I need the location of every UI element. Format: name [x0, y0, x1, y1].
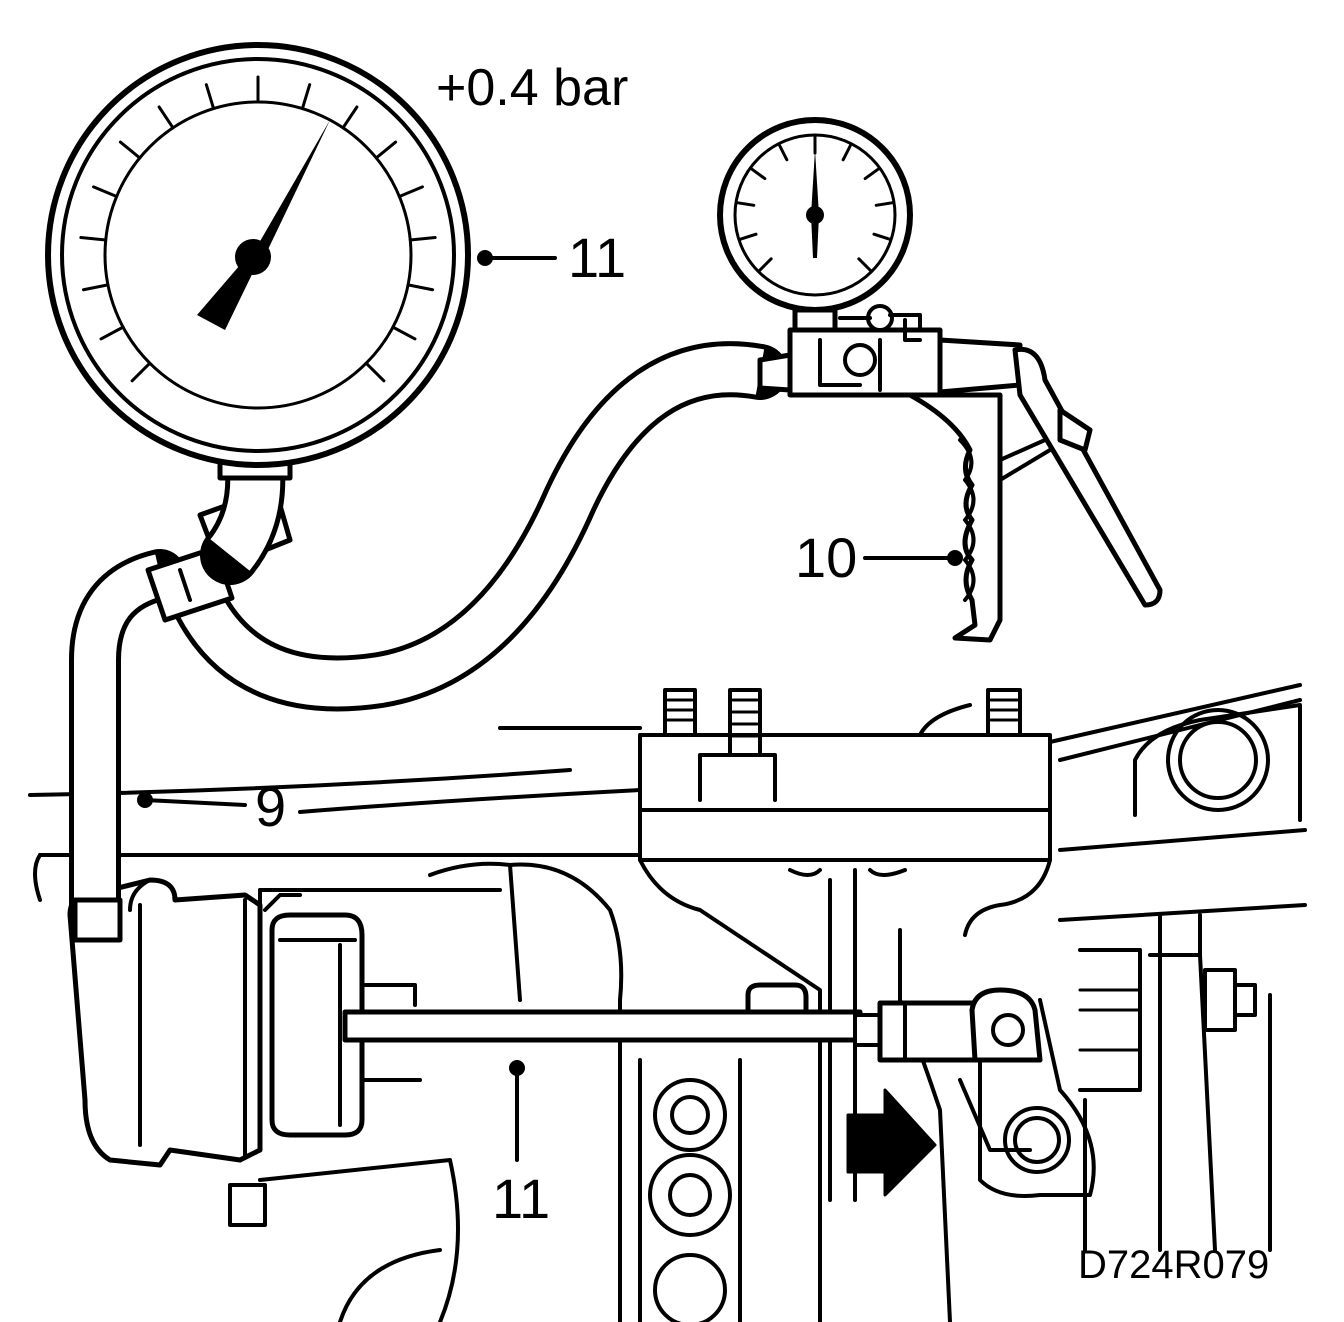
- large-pressure-gauge: [45, 42, 471, 468]
- gauge-tick: [118, 140, 142, 160]
- gauge-tick: [300, 83, 312, 111]
- gauge-tick: [406, 283, 435, 292]
- drawing-code: D724R079: [1078, 1243, 1269, 1287]
- gauge-tick: [204, 83, 216, 111]
- small-gauge-tick: [872, 232, 891, 241]
- hose-to-pump: [172, 341, 788, 712]
- hose-9: [69, 549, 186, 943]
- small-gauge-tick: [863, 167, 880, 181]
- gauge-tick: [92, 185, 119, 198]
- callout-leaders: [137, 250, 963, 1162]
- gauge-tick: [79, 236, 108, 242]
- callout-label-hose: 9: [255, 775, 286, 838]
- callout-label-hand-pump: 10: [795, 526, 857, 589]
- gauge-tick: [374, 140, 398, 160]
- gauge-tick: [157, 105, 175, 130]
- gauge-tick: [341, 105, 359, 130]
- callout-label-actuator-rod: 11: [492, 1167, 550, 1230]
- gauge-tick: [364, 361, 386, 383]
- small-gauge-tick: [874, 201, 894, 207]
- gauge-tick: [408, 236, 437, 242]
- small-gauge-tick: [841, 144, 852, 162]
- small-gauge-tick: [857, 257, 872, 272]
- hand-vacuum-pump: [717, 117, 1163, 643]
- gauge-tick: [397, 185, 424, 198]
- gauge-tick: [130, 361, 152, 383]
- gauge-tick: [99, 325, 125, 341]
- pressure-annotation: +0.4 bar: [436, 59, 628, 117]
- arrow-right-icon: [846, 1088, 937, 1197]
- small-gauge-tick: [750, 167, 767, 181]
- callout-label-large-gauge: 11: [568, 226, 626, 289]
- actuator-rod: [342, 982, 1043, 1063]
- gauge-tick: [81, 283, 110, 292]
- gauge-tick: [391, 325, 417, 341]
- small-gauge-tick: [778, 144, 789, 162]
- small-gauge-tick: [739, 232, 758, 241]
- engine-background: [28, 683, 1307, 1322]
- small-gauge-tick: [736, 201, 756, 207]
- small-gauge-tick: [758, 257, 773, 272]
- wastegate-actuator: [67, 877, 422, 1168]
